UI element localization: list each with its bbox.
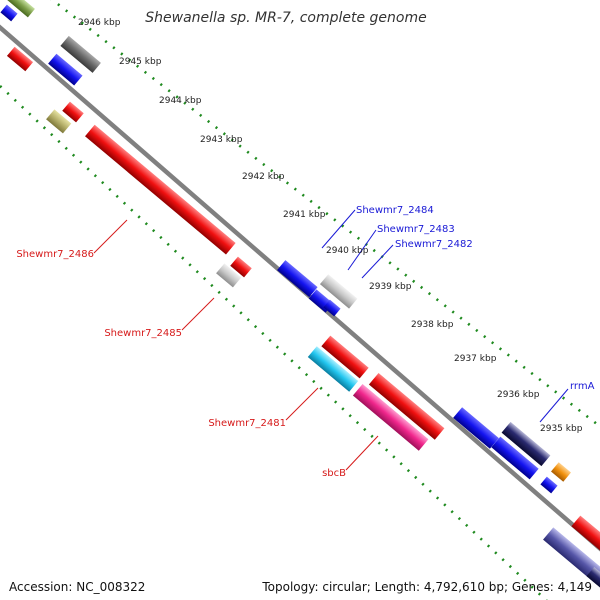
kbp-tick-label: 2939 kbp (369, 282, 412, 292)
kbp-tick-label: 2935 kbp (540, 424, 583, 434)
map-title: Shewanella sp. MR-7, complete genome (145, 10, 426, 26)
gene-labels: Shewmr7_2484 Shewmr7_2483 Shewmr7_2482 r… (16, 205, 594, 479)
gene-feature[interactable] (543, 527, 600, 585)
kbp-tick-label: 2938 kbp (411, 320, 454, 330)
gene-feature[interactable] (0, 4, 18, 22)
gene-feature[interactable] (321, 335, 369, 379)
gene-feature[interactable] (491, 436, 539, 480)
gene-feature-shewmr7-2486[interactable] (85, 124, 236, 255)
gene-label-shewmr7-2482[interactable]: Shewmr7_2482 (395, 239, 473, 250)
gene-feature[interactable] (586, 566, 600, 590)
gene-label-shewmr7-2481[interactable]: Shewmr7_2481 (208, 418, 286, 429)
gene-label-shewmr7-2484[interactable]: Shewmr7_2484 (356, 205, 434, 216)
kbp-tick-label: 2940 kbp (326, 246, 369, 256)
kbp-tick-label: 2946 kbp (78, 18, 121, 28)
gene-feature-rrma[interactable] (501, 421, 551, 467)
gene-feature[interactable] (60, 35, 101, 73)
kbp-tick-label: 2944 kbp (159, 96, 202, 106)
gene-feature[interactable] (368, 372, 445, 440)
gene-feature[interactable] (62, 101, 84, 123)
gene-feature[interactable] (46, 109, 72, 134)
kbp-tick-label: 2945 kbp (119, 57, 162, 67)
kbp-tick-label: 2936 kbp (497, 390, 540, 400)
topology-text: Topology: circular; Length: 4,792,610 bp… (262, 580, 592, 594)
gene-feature[interactable] (230, 256, 252, 278)
gene-feature-sbcb[interactable] (352, 383, 429, 451)
gene-feature-shewmr7-2483[interactable] (319, 274, 358, 309)
gene-feature[interactable] (453, 407, 499, 449)
gene-feature[interactable] (323, 299, 341, 317)
gene-feature[interactable] (6, 46, 34, 72)
gene-feature-shewmr7-2481[interactable] (307, 346, 359, 392)
kbp-tick-labels: 2946 kbp 2945 kbp 2944 kbp 2943 kbp 2942… (78, 18, 583, 434)
kbp-tick-label: 2943 kbp (200, 135, 243, 145)
inner-dotted-track (0, 85, 548, 600)
gene-label-shewmr7-2485[interactable]: Shewmr7_2485 (104, 328, 182, 339)
gene-feature[interactable] (48, 53, 83, 86)
accession-text: Accession: NC_008322 (9, 580, 146, 594)
gene-label-shewmr7-2486[interactable]: Shewmr7_2486 (16, 249, 94, 260)
label-leaders (93, 209, 569, 471)
gene-label-shewmr7-2483[interactable]: Shewmr7_2483 (377, 224, 455, 235)
gene-label-sbcb[interactable]: sbcB (322, 468, 346, 479)
gene-feature[interactable] (571, 515, 600, 559)
gene-feature-shewmr7-2485[interactable] (216, 263, 242, 288)
gene-feature[interactable] (551, 462, 571, 482)
gene-feature-shewmr7-2484[interactable] (277, 260, 318, 298)
kbp-tick-label: 2942 kbp (242, 172, 285, 182)
gene-label-rrma[interactable]: rrmA (570, 381, 595, 392)
gene-feature[interactable] (540, 476, 558, 494)
kbp-tick-label: 2937 kbp (454, 354, 497, 364)
gene-feature[interactable] (0, 0, 35, 18)
kbp-tick-label: 2941 kbp (283, 210, 326, 220)
